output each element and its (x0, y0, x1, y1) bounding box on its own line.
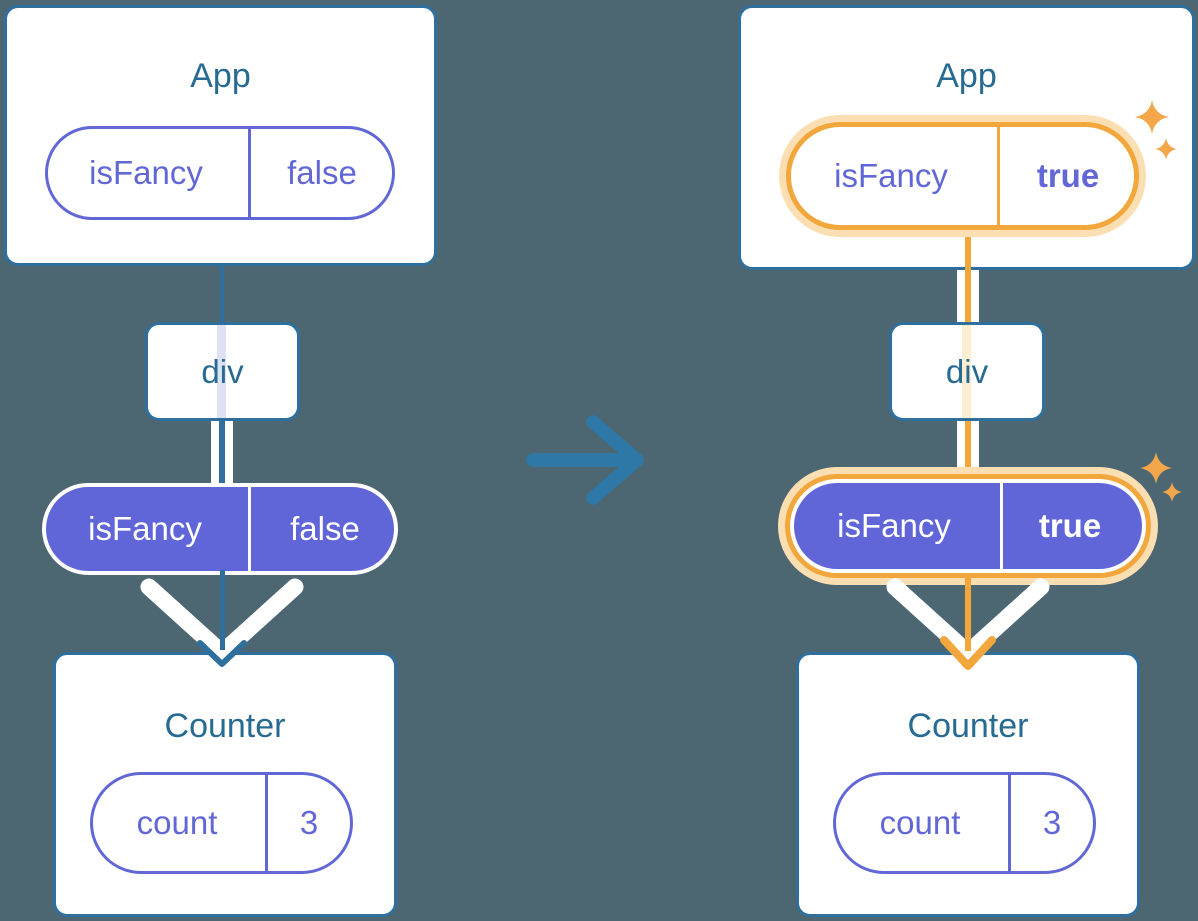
div-title: div (201, 352, 244, 390)
state-value: 3 (299, 804, 319, 841)
pill-divider (248, 487, 251, 571)
prop-name: isFancy (88, 510, 202, 547)
sparkles-icon (1135, 100, 1169, 134)
prop-value: true (1036, 157, 1100, 194)
prop-name: isFancy (837, 507, 951, 544)
prop-flow-stripe (957, 270, 979, 325)
pill-divider (1000, 483, 1003, 569)
prop-trace (962, 325, 971, 418)
state-value: 3 (1042, 804, 1062, 841)
prop-flow-stripe (957, 419, 979, 485)
prop-pill-passed: isFancy false (42, 483, 398, 575)
arrowhead-icon (940, 636, 996, 670)
prop-value: false (290, 510, 360, 547)
counter-title: Counter (907, 707, 1029, 745)
edge-pill-to-card-bottom (965, 232, 971, 272)
chevron-down-arrow-icon (886, 578, 1050, 662)
prop-pill-passed-highlighted: isFancy true (790, 479, 1146, 573)
prop-value: true (1038, 507, 1102, 544)
state-pill: count 3 (833, 772, 1096, 874)
pill-divider (248, 129, 251, 217)
prop-flow-stripe (211, 419, 233, 485)
counter-title: Counter (164, 707, 286, 745)
div-card: div (889, 322, 1045, 421)
prop-value: false (287, 154, 357, 191)
state-pill: count 3 (90, 772, 353, 874)
div-title: div (945, 352, 989, 390)
prop-pill-app: isFancy false (45, 126, 395, 220)
pill-divider (997, 127, 1000, 225)
flow-center-line (220, 570, 225, 650)
pill-divider (265, 775, 268, 871)
state-name: count (136, 804, 218, 841)
sparkles-icon (1155, 138, 1177, 160)
state-name: count (879, 804, 961, 841)
sparkles-icon (1162, 482, 1182, 502)
prop-name: isFancy (89, 154, 203, 191)
prop-name: isFancy (834, 157, 948, 194)
app-title: App (190, 57, 251, 95)
div-card: div (145, 322, 300, 421)
arrowhead-icon (197, 640, 247, 667)
edge-app-to-div (220, 264, 224, 325)
arrow-right-icon (526, 415, 644, 505)
app-title: App (936, 57, 997, 95)
pill-divider (1008, 775, 1011, 871)
flow-center-line (965, 575, 971, 651)
prop-trace (217, 325, 226, 418)
prop-pill-app-highlighted: isFancy true (786, 122, 1139, 230)
chevron-down-arrow-icon (140, 578, 304, 662)
sparkles-icon (1140, 452, 1172, 484)
